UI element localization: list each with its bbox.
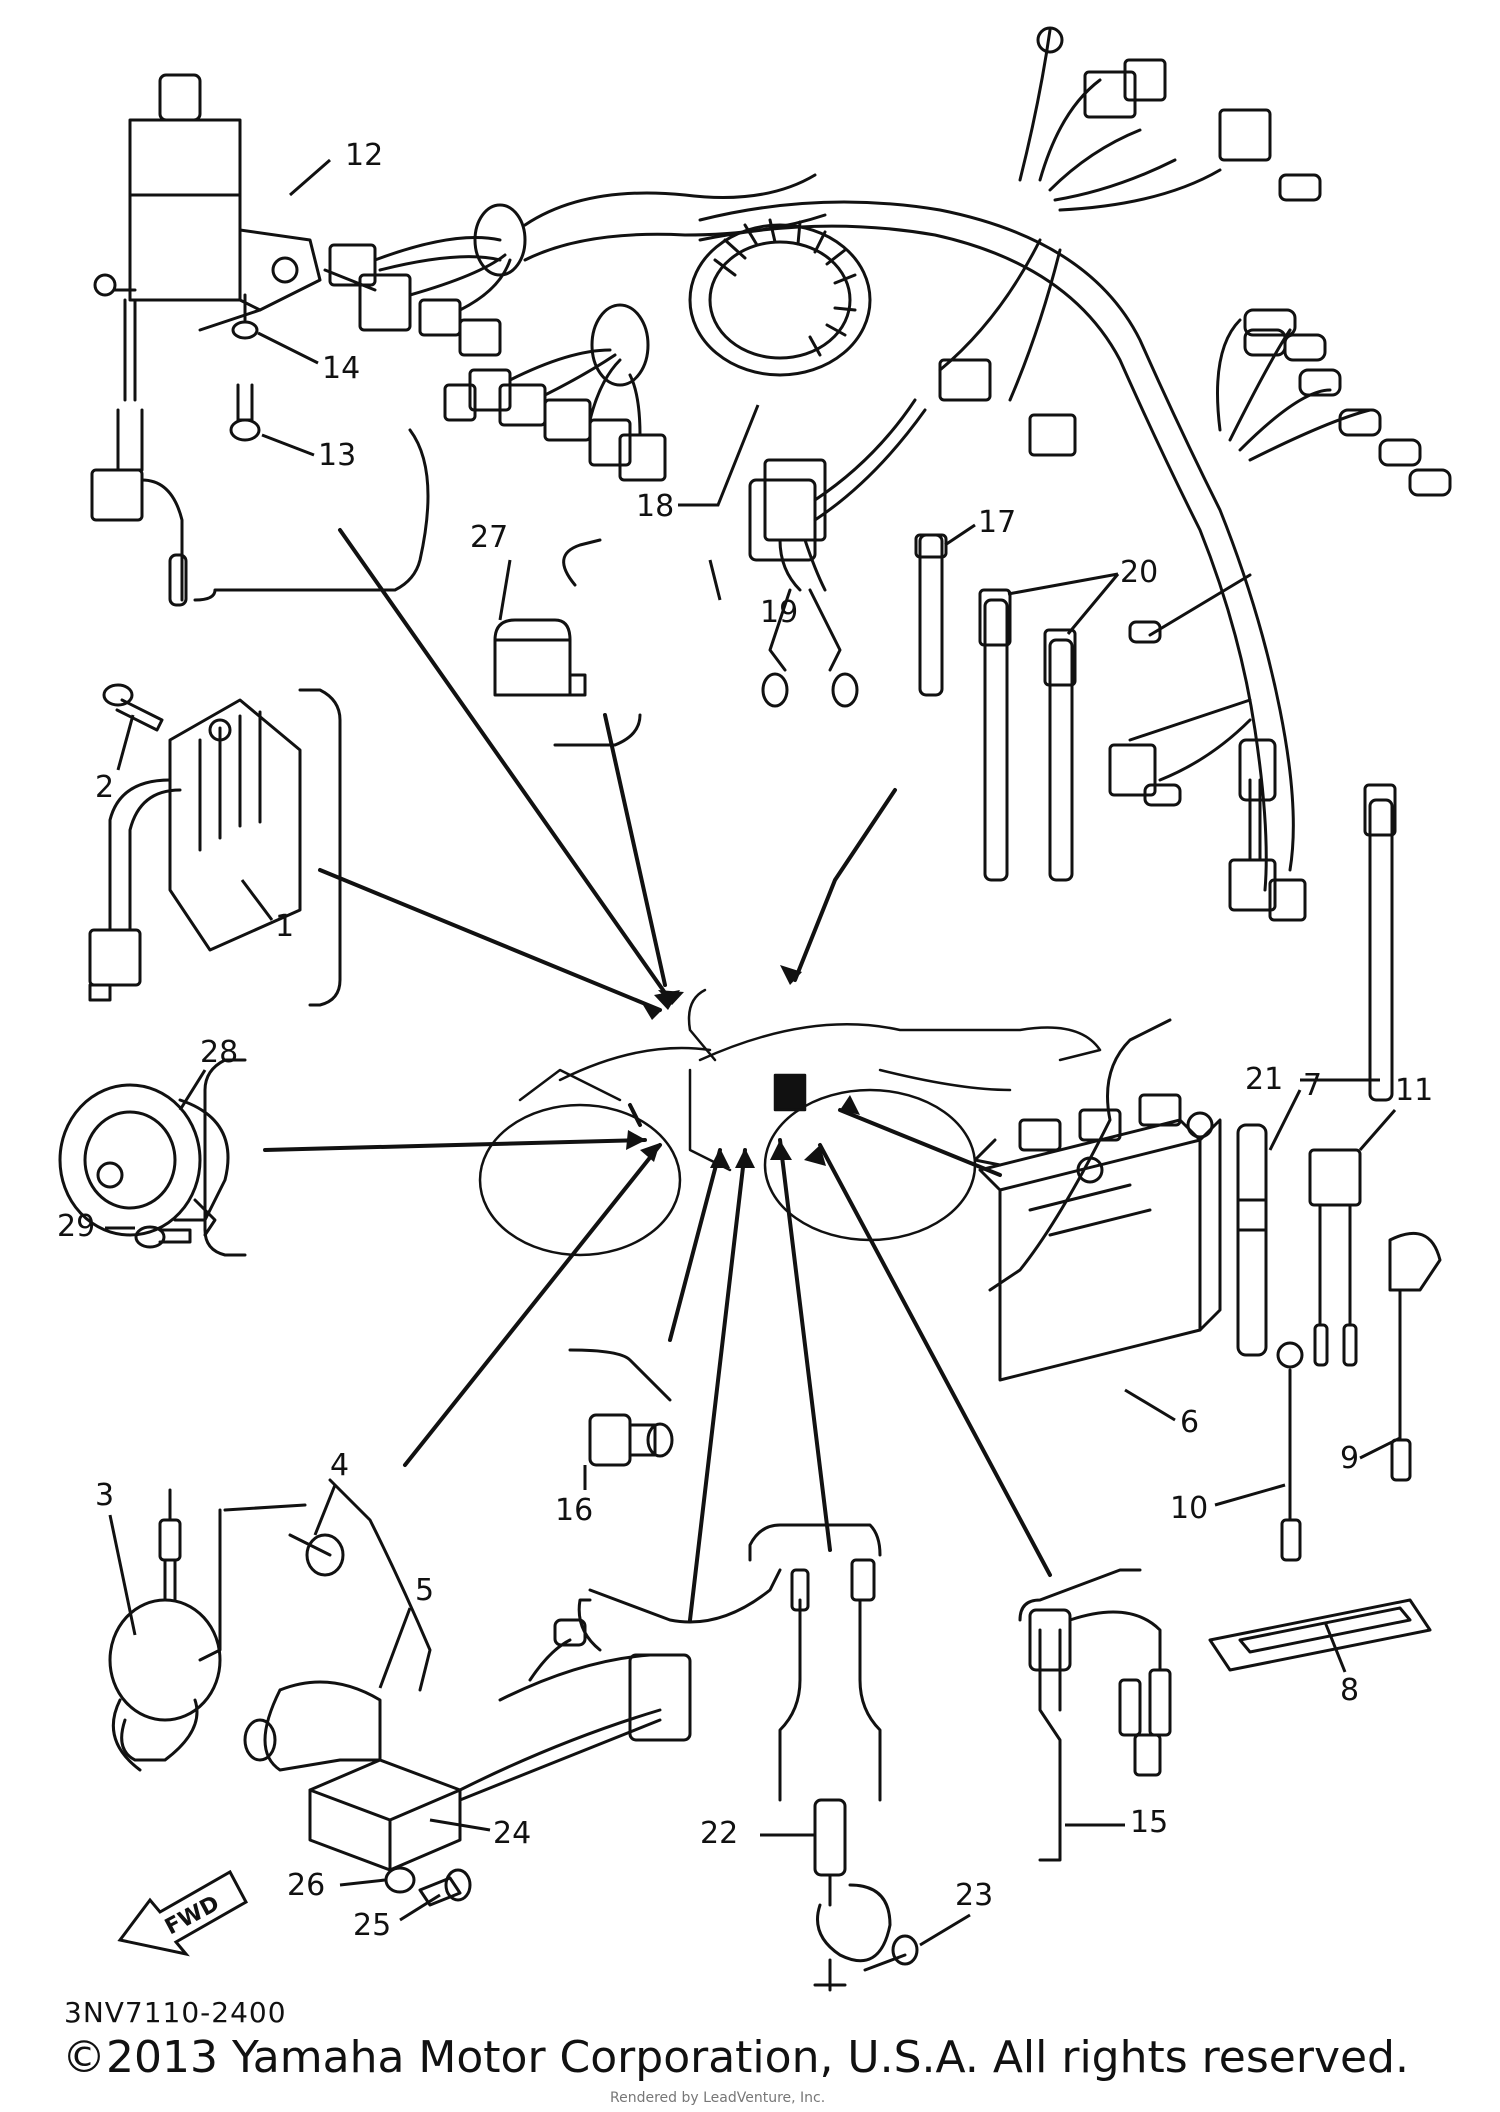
cable-tie-20b [1043,628,1077,882]
switch-15 [1028,1608,1172,1862]
harness-right-branch [1108,308,1452,922]
harness-main-trunk [698,26,1322,892]
label-12: 12 [345,138,383,173]
label-18: 18 [636,489,674,524]
label-10: 10 [1170,1491,1208,1526]
battery-cable-11 [1308,1148,1362,1367]
leader-lines [263,528,1052,1622]
leader-arrowheads [626,965,860,1168]
label-14: 14 [322,351,360,386]
part-labels: 12 14 13 27 18 19 17 20 2 1 21 28 29 7 1… [57,138,1433,1947]
group-brackets [193,268,1172,1692]
label-21: 21 [1245,1062,1283,1097]
brake-switch-harness [778,1558,892,1992]
harness-connector-cluster-left [328,173,827,482]
label-17: 17 [978,505,1016,540]
cable-tie-21 [1363,783,1397,1102]
label-27: 27 [470,520,508,555]
label-24: 24 [493,1816,531,1851]
relay-27 [493,618,587,697]
bolt-29 [134,1225,192,1249]
label-9: 9 [1340,1441,1359,1476]
cdi-unit [308,1618,692,1872]
motorcycle-outline [478,988,1102,1257]
label-20: 20 [1120,555,1158,590]
cable-tie-17 [914,533,948,697]
bolt-2 [102,683,164,732]
screw-4 [198,1503,345,1662]
washer-26 [384,1866,416,1894]
bolt-13 [229,383,261,442]
watermark-text: Rendered by LeadVenture, Inc. [610,2090,826,2106]
label-23: 23 [955,1878,993,1913]
label-8: 8 [1340,1673,1359,1708]
label-16: 16 [555,1493,593,1528]
label-25: 25 [353,1908,391,1943]
label-4: 4 [330,1448,349,1483]
breather-hose [1236,1123,1268,1357]
label-6: 6 [1180,1405,1199,1440]
diagram-code: 3NV7110-2400 [64,1996,287,2029]
label-26: 26 [287,1868,325,1903]
ignition-coil [108,1488,222,1772]
flasher-relay [761,458,859,708]
battery-cable-10 [1276,1341,1304,1562]
washer-14 [231,293,259,340]
label-7: 7 [1303,1068,1322,1103]
label-5: 5 [415,1573,434,1608]
bolt-25 [418,1868,472,1907]
battery [973,1093,1222,1382]
battery-cable-9 [1388,1231,1442,1482]
cable-tie-20a [978,588,1012,882]
label-1: 1 [275,909,294,944]
main-switch [90,73,322,607]
spark-plug-cap [243,1680,382,1772]
label-2: 2 [95,770,114,805]
label-28: 28 [200,1035,238,1070]
label-11: 11 [1395,1073,1433,1108]
battery-band [1208,1598,1432,1672]
neutral-switch [588,1413,674,1467]
label-13: 13 [318,438,356,473]
horn [58,1083,230,1237]
label-29: 29 [57,1209,95,1244]
screw-23 [863,1934,919,1972]
copyright-notice: ©2013 Yamaha Motor Corporation, U.S.A. A… [62,2032,1409,2083]
label-3: 3 [95,1478,114,1513]
forward-arrow-icon: FWD [117,1869,249,1957]
rectifier-regulator [88,698,302,1002]
label-19: 19 [760,595,798,630]
label-15: 15 [1130,1805,1168,1840]
label-22: 22 [700,1816,738,1851]
harness-loom-spiral [688,218,872,377]
